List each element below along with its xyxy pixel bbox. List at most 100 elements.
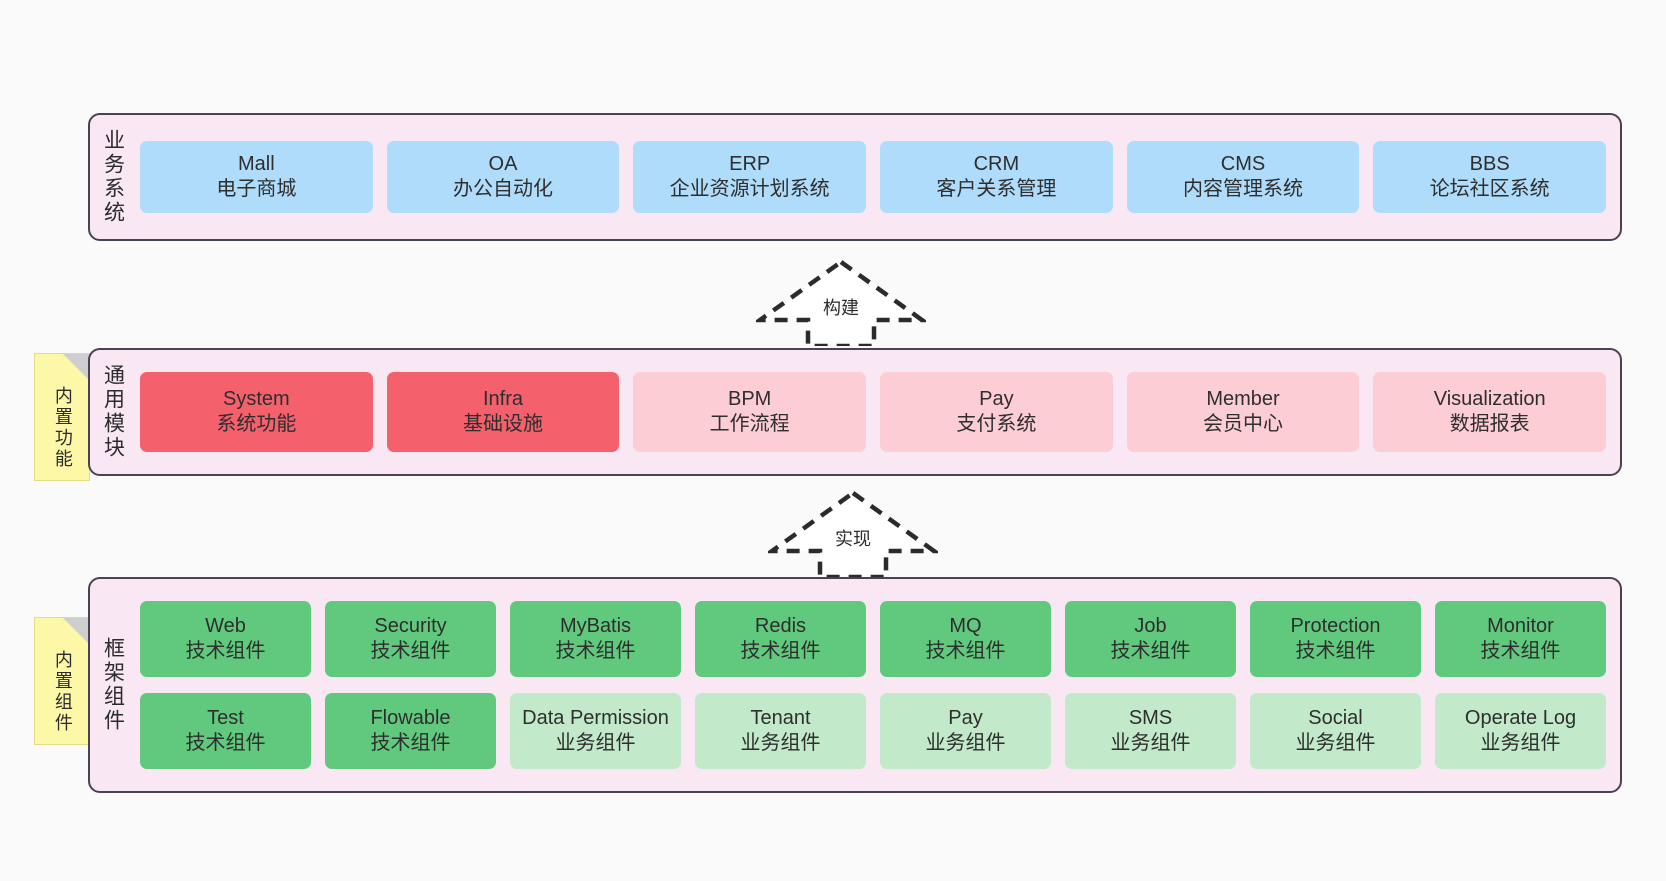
layer-body-business-system: Mall 电子商城 OA 办公自动化 ERP 企业资源计划系统 CRM 客户关系… (136, 115, 1620, 239)
card-sms-title: SMS (1128, 707, 1173, 730)
card-data-permission-subtitle: 业务组件 (555, 732, 636, 754)
card-test-subtitle: 技术组件 (185, 732, 266, 754)
card-web[interactable]: Web 技术组件 (140, 601, 311, 677)
note-builtin-component: 内置组件 (34, 617, 90, 745)
card-erp-title: ERP (729, 153, 771, 176)
card-cms-title: CMS (1220, 153, 1266, 176)
card-pay-component[interactable]: Pay 业务组件 (880, 693, 1051, 769)
arrow-implement: 实现 (764, 489, 942, 580)
row-business-systems: Mall 电子商城 OA 办公自动化 ERP 企业资源计划系统 CRM 客户关系… (140, 141, 1607, 213)
card-pay-module-title: Pay (979, 388, 1014, 411)
layer-title-framework-components: 框架组件 (101, 637, 125, 733)
card-redis-title: Redis (754, 615, 807, 638)
card-tenant[interactable]: Tenant 业务组件 (695, 693, 866, 769)
row-tech-components: Web 技术组件 Security 技术组件 MyBatis 技术组件 Redi… (140, 601, 1606, 677)
card-flowable-subtitle: 技术组件 (370, 732, 451, 754)
card-sms[interactable]: SMS 业务组件 (1065, 693, 1236, 769)
row-common-modules: System 系统功能 Infra 基础设施 BPM 工作流程 Pay 支付系统… (140, 372, 1607, 452)
card-erp[interactable]: ERP 企业资源计划系统 (633, 141, 867, 213)
layer-body-common-modules: System 系统功能 Infra 基础设施 BPM 工作流程 Pay 支付系统… (136, 350, 1620, 474)
card-security[interactable]: Security 技术组件 (325, 601, 496, 677)
card-protection-subtitle: 技术组件 (1295, 640, 1376, 662)
card-mybatis-subtitle: 技术组件 (555, 640, 636, 662)
card-flowable-title: Flowable (370, 707, 451, 730)
arrow-build: 构建 (752, 258, 930, 349)
card-mq[interactable]: MQ 技术组件 (880, 601, 1051, 677)
card-oa-title: OA (488, 153, 518, 176)
card-visualization-title: Visualization (1433, 388, 1546, 411)
card-test-title: Test (207, 707, 244, 730)
card-job-title: Job (1134, 615, 1167, 638)
card-test[interactable]: Test 技术组件 (140, 693, 311, 769)
card-social[interactable]: Social 业务组件 (1250, 693, 1421, 769)
card-monitor-title: Monitor (1487, 615, 1554, 638)
card-security-subtitle: 技术组件 (370, 640, 451, 662)
card-mybatis[interactable]: MyBatis 技术组件 (510, 601, 681, 677)
note-builtin-function: 内置功能 (34, 353, 90, 481)
card-cms-subtitle: 内容管理系统 (1183, 178, 1304, 200)
card-bpm[interactable]: BPM 工作流程 (633, 372, 867, 452)
card-sms-subtitle: 业务组件 (1110, 732, 1191, 754)
layer-body-framework-components: Web 技术组件 Security 技术组件 MyBatis 技术组件 Redi… (136, 579, 1620, 791)
card-member[interactable]: Member 会员中心 (1126, 372, 1360, 452)
card-crm-title: CRM (973, 153, 1020, 176)
card-protection[interactable]: Protection 技术组件 (1250, 601, 1421, 677)
card-redis[interactable]: Redis 技术组件 (695, 601, 866, 677)
card-mall-subtitle: 电子商城 (216, 178, 297, 200)
card-infra[interactable]: Infra 基础设施 (386, 372, 620, 452)
card-operate-log-title: Operate Log (1464, 707, 1577, 730)
card-monitor-subtitle: 技术组件 (1480, 640, 1561, 662)
card-crm[interactable]: CRM 客户关系管理 (880, 141, 1113, 213)
card-tenant-title: Tenant (750, 707, 811, 730)
card-cms[interactable]: CMS 内容管理系统 (1126, 141, 1360, 213)
card-pay-component-title: Pay (948, 707, 983, 730)
note-builtin-component-label: 内置组件 (52, 650, 73, 734)
card-visualization[interactable]: Visualization 数据报表 (1373, 372, 1607, 452)
card-redis-subtitle: 技术组件 (740, 640, 821, 662)
card-pay-module[interactable]: Pay 支付系统 (880, 372, 1113, 452)
card-system-subtitle: 系统功能 (216, 413, 297, 435)
arrow-implement-label: 实现 (835, 529, 871, 549)
card-mq-title: MQ (949, 615, 982, 638)
card-data-permission-title: Data Permission (522, 707, 669, 730)
card-operate-log[interactable]: Operate Log 业务组件 (1435, 693, 1606, 769)
card-flowable[interactable]: Flowable 技术组件 (325, 693, 496, 769)
card-oa[interactable]: OA 办公自动化 (386, 141, 620, 213)
card-erp-subtitle: 企业资源计划系统 (669, 178, 830, 200)
layer-business-system: 业务系统 Mall 电子商城 OA 办公自动化 ERP 企业资源计划系统 CRM… (88, 113, 1622, 241)
card-bbs-subtitle: 论坛社区系统 (1429, 178, 1550, 200)
card-infra-title: Infra (482, 388, 524, 411)
card-pay-component-subtitle: 业务组件 (925, 732, 1006, 754)
card-system[interactable]: System 系统功能 (140, 372, 373, 452)
row-business-components: Test 技术组件 Flowable 技术组件 Data Permission … (140, 693, 1606, 769)
layer-framework-components: 框架组件 Web 技术组件 Security 技术组件 MyBatis 技术组件… (88, 577, 1622, 793)
card-operate-log-subtitle: 业务组件 (1480, 732, 1561, 754)
layer-title-common-modules: 通用模块 (101, 364, 125, 460)
card-visualization-subtitle: 数据报表 (1449, 413, 1530, 435)
card-protection-title: Protection (1290, 615, 1381, 638)
card-bpm-title: BPM (728, 388, 772, 411)
arrow-build-label: 构建 (823, 298, 859, 318)
card-social-title: Social (1308, 707, 1363, 730)
card-pay-module-subtitle: 支付系统 (956, 413, 1037, 435)
card-monitor[interactable]: Monitor 技术组件 (1435, 601, 1606, 677)
card-bbs[interactable]: BBS 论坛社区系统 (1373, 141, 1607, 213)
card-crm-subtitle: 客户关系管理 (936, 178, 1057, 200)
layer-title-business-system: 业务系统 (101, 129, 125, 225)
note-builtin-function-label: 内置功能 (52, 386, 73, 470)
card-mall[interactable]: Mall 电子商城 (140, 141, 373, 213)
card-data-permission[interactable]: Data Permission 业务组件 (510, 693, 681, 769)
card-member-title: Member (1206, 388, 1280, 411)
card-web-title: Web (205, 615, 246, 638)
card-job-subtitle: 技术组件 (1110, 640, 1191, 662)
card-infra-subtitle: 基础设施 (463, 413, 543, 435)
card-social-subtitle: 业务组件 (1295, 732, 1376, 754)
card-mybatis-title: MyBatis (559, 615, 632, 638)
card-tenant-subtitle: 业务组件 (740, 732, 821, 754)
card-mall-title: Mall (238, 153, 275, 176)
card-web-subtitle: 技术组件 (185, 640, 266, 662)
card-job[interactable]: Job 技术组件 (1065, 601, 1236, 677)
card-member-subtitle: 会员中心 (1203, 413, 1284, 435)
card-security-title: Security (374, 615, 447, 638)
